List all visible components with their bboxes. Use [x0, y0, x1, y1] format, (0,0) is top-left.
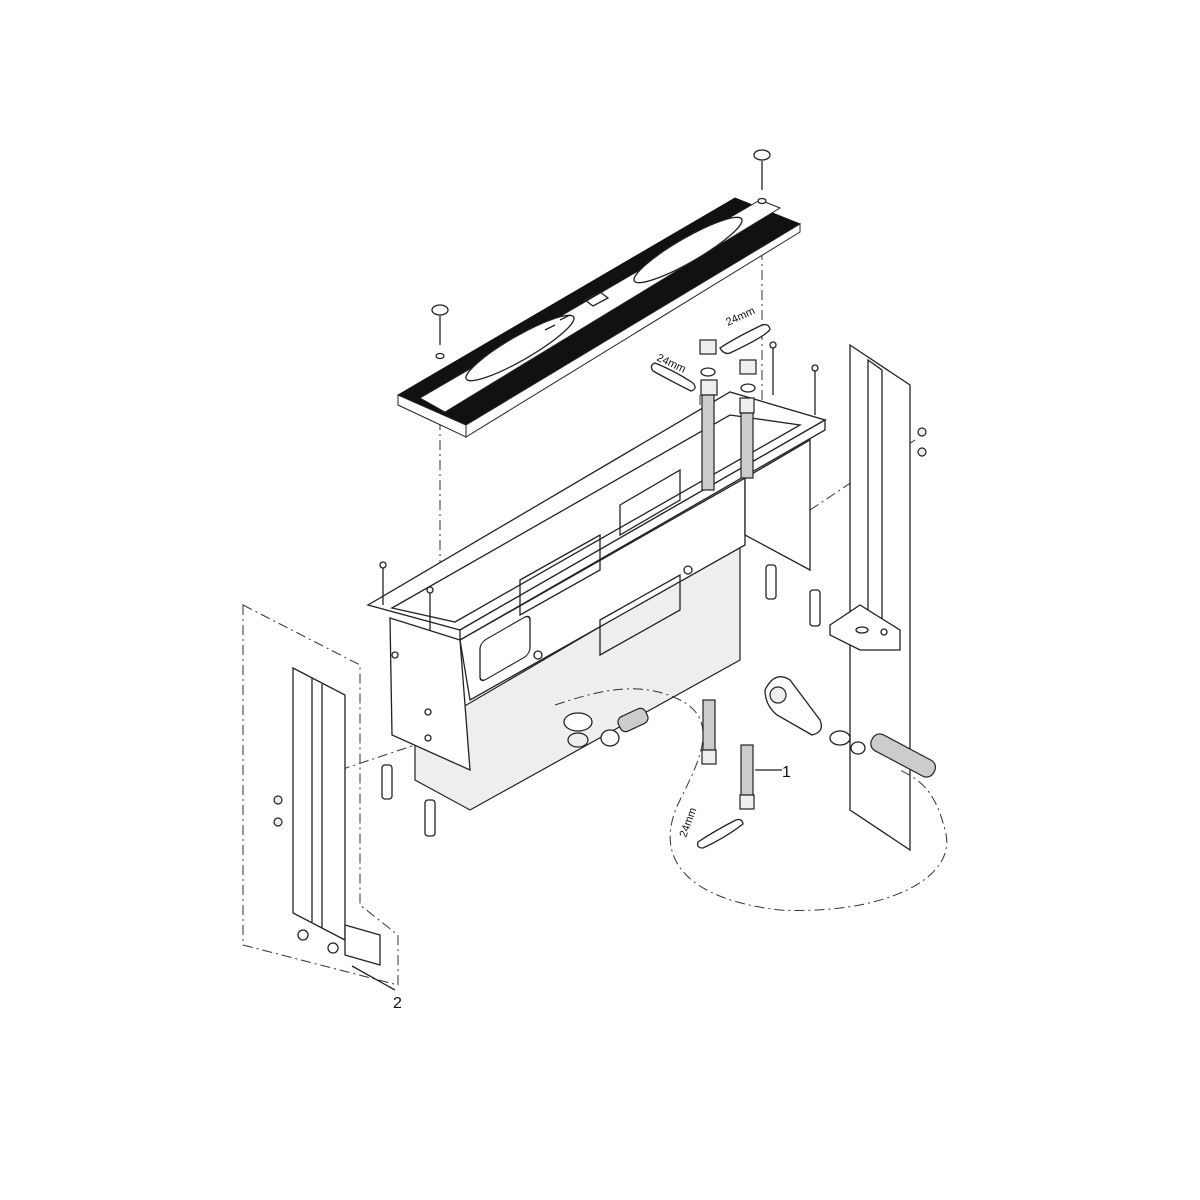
installation-box — [366, 391, 827, 811]
wrench-top-left: 24mm — [650, 352, 696, 392]
top-screws — [431, 149, 771, 360]
left-mounting-bracket: 2 — [242, 604, 402, 1012]
wrench-size-label: 24mm — [724, 305, 757, 329]
callout-part-2: 2 — [393, 995, 402, 1012]
wrench-size-label: 24mm — [678, 806, 700, 839]
connection-fittings — [699, 339, 757, 491]
hose-assembly: 1 — [554, 676, 948, 911]
top-cover-plate — [396, 197, 802, 438]
wall-screws-and-anchors — [379, 341, 821, 837]
wrench-bottom: 24mm — [678, 806, 744, 849]
callout-part-1: 1 — [782, 764, 791, 781]
right-mounting-bracket — [829, 343, 927, 852]
